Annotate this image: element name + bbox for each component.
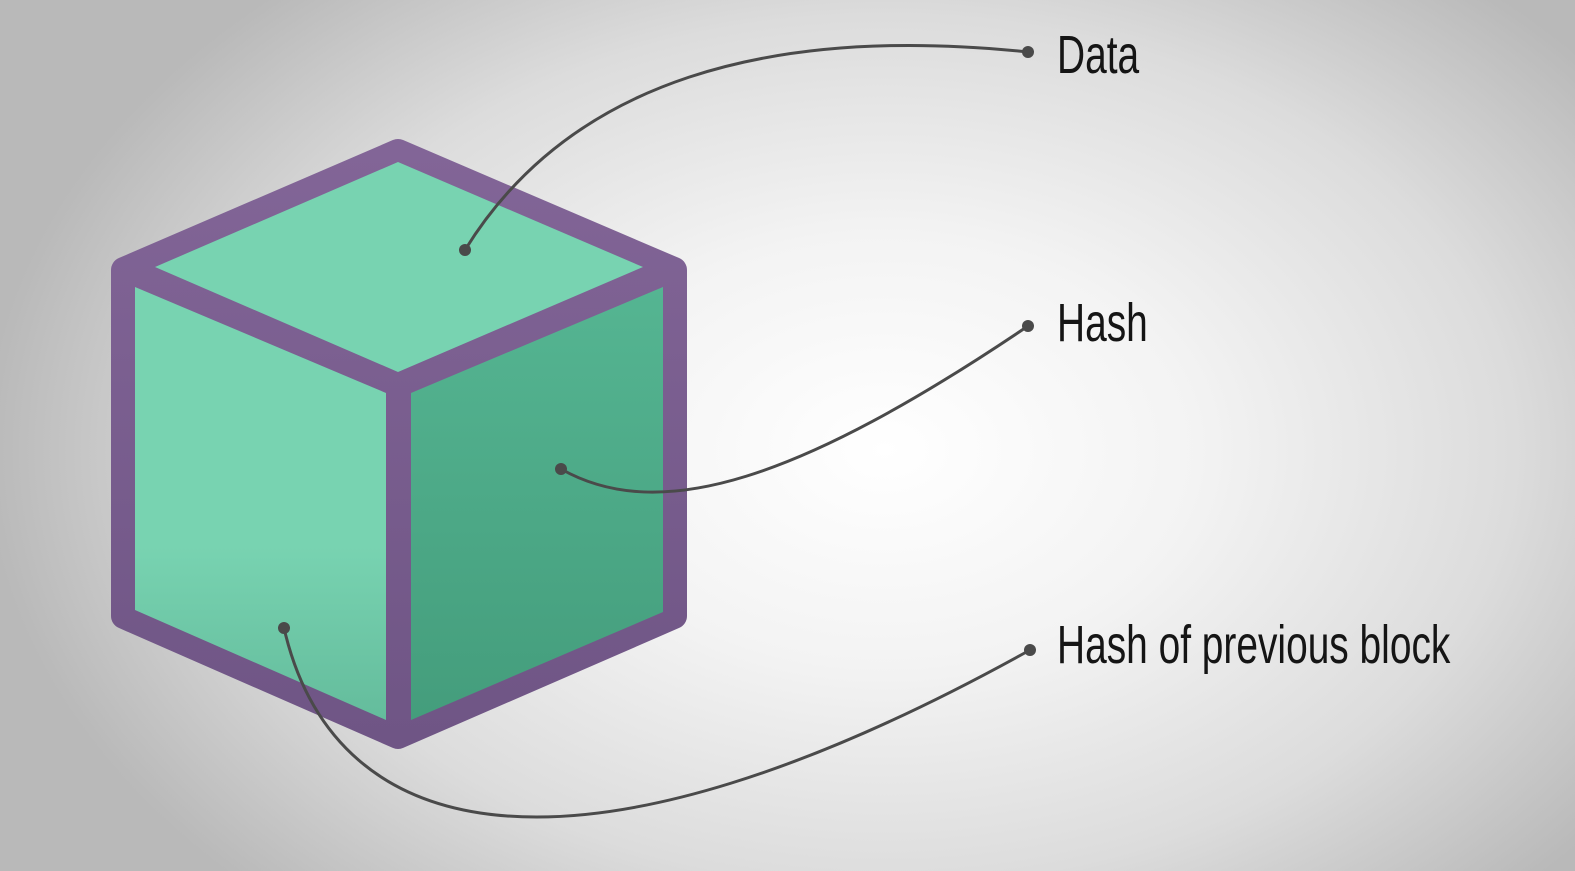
connector-prev-hash <box>282 627 1031 819</box>
label-hash: Hash <box>1057 293 1148 353</box>
cube-left-face <box>135 287 386 720</box>
dot-data-start <box>459 244 471 256</box>
dot-prev-hash-start <box>278 622 290 634</box>
dot-hash-end <box>1022 320 1034 332</box>
connector-data <box>463 43 1029 251</box>
dot-data-end <box>1022 46 1034 58</box>
cube-top-face <box>155 162 643 372</box>
cube-right-face <box>411 287 663 720</box>
cube-block-icon <box>111 139 687 749</box>
dot-prev-hash-end <box>1024 644 1036 656</box>
label-prev-hash: Hash of previous block <box>1057 615 1451 675</box>
connector-hash <box>560 324 1029 494</box>
label-data: Data <box>1057 25 1140 85</box>
dot-hash-start <box>555 463 567 475</box>
